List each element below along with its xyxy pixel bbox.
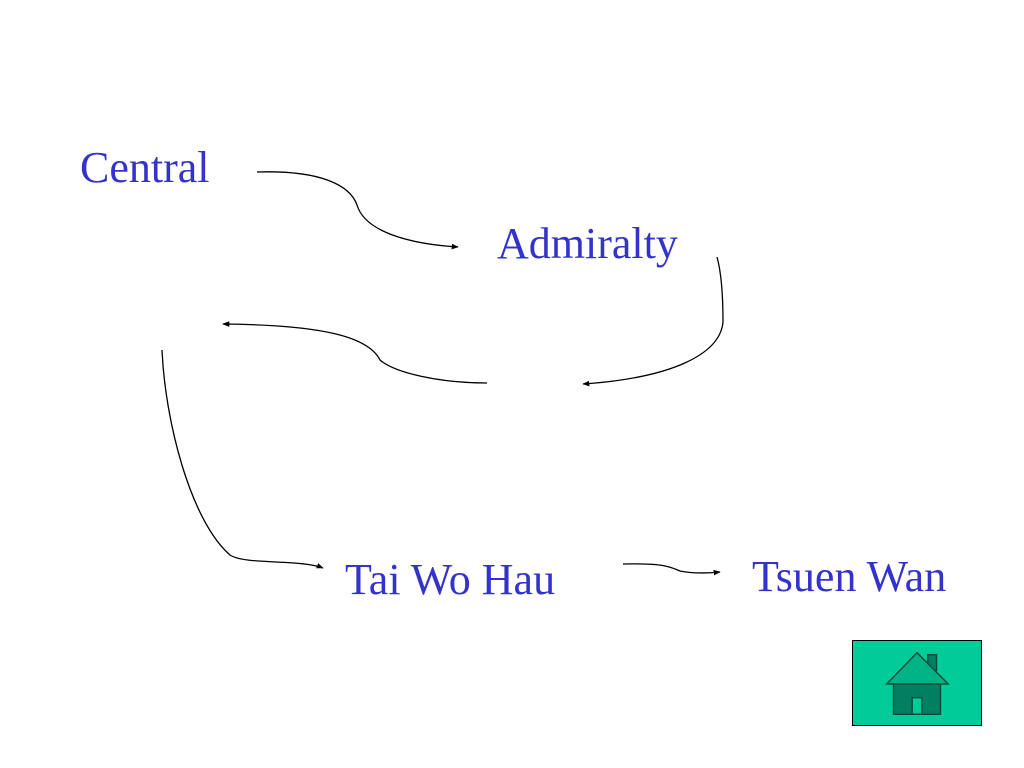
arrow-taiwohau-to-tsuenwan (622, 563, 721, 576)
station-admiralty: Admiralty (497, 219, 678, 268)
station-central: Central (80, 143, 210, 192)
station-tai-wo-hau: Tai Wo Hau (345, 555, 556, 604)
arrow-down-to-taiwohau (161, 349, 324, 569)
arrow-central-to-admiralty (256, 171, 459, 250)
home-button[interactable] (852, 640, 982, 726)
arrow-middle-left (222, 321, 488, 384)
home-icon (884, 651, 951, 715)
arrow-admiralty-down (582, 256, 724, 387)
station-tsuen-wan: Tsuen Wan (752, 552, 947, 601)
